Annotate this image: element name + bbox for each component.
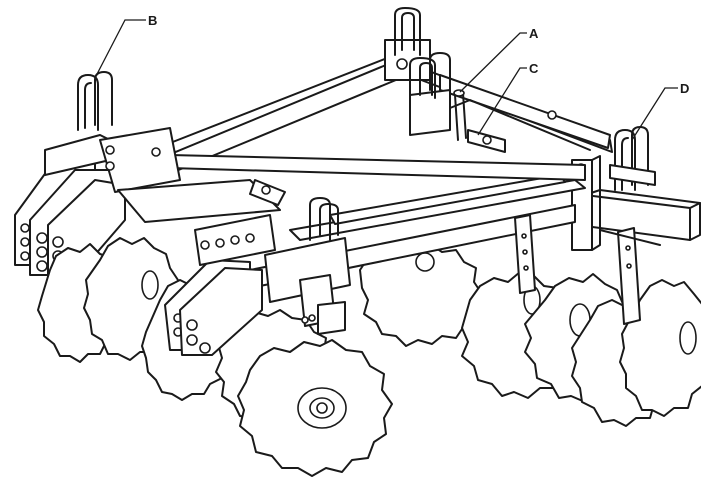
callout-a: A (459, 26, 539, 93)
callout-d: D (631, 81, 689, 141)
callout-label-a: A (529, 26, 539, 41)
top-u-bolts (394, 7, 451, 99)
callout-c: C (477, 61, 539, 136)
front-center-hitch (164, 179, 286, 356)
center-standard (264, 197, 351, 335)
stud-a (453, 89, 467, 141)
front-main-disc (237, 339, 393, 477)
callout-b: B (94, 13, 157, 79)
u-bolt-d (609, 126, 656, 191)
a-frame (119, 39, 613, 189)
callout-label-b: B (148, 13, 157, 28)
rear-standards (514, 214, 661, 325)
front-left-hitch (14, 127, 281, 279)
stud-c (467, 129, 506, 153)
u-bolt-b (77, 71, 113, 131)
callout-label-d: D (680, 81, 689, 96)
callout-label-c: C (529, 61, 539, 76)
gang-beams (249, 174, 586, 288)
